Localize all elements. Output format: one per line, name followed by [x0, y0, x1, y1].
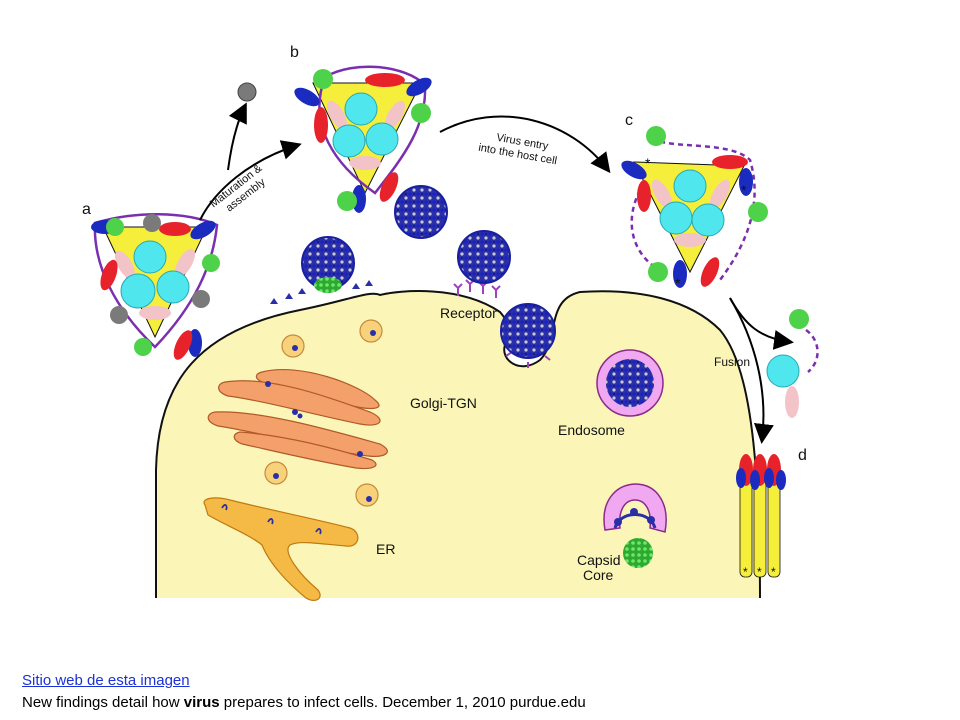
- image-caption: New findings detail how virus prepares t…: [22, 694, 586, 711]
- caption-text-start: New findings detail how: [22, 694, 184, 711]
- assembly-b: [294, 65, 432, 213]
- entering-virus: [500, 303, 556, 359]
- er-markers: [221, 504, 322, 535]
- fused-spikes-d: * * *: [736, 454, 786, 579]
- svg-text:*: *: [757, 565, 762, 579]
- golgi-label: Golgi-TGN: [410, 395, 477, 411]
- caption-keyword: virus: [183, 694, 220, 711]
- vesicle-cargo: [273, 330, 376, 502]
- panel-labels: a b c d: [82, 44, 807, 464]
- free-virus: [394, 185, 448, 239]
- attached-virus: [457, 230, 511, 284]
- asterisk-markers-c: * * *: [645, 155, 747, 291]
- panel-label-a: a: [82, 201, 91, 218]
- endosome: [596, 349, 664, 417]
- arrow-entry: [439, 115, 611, 174]
- svg-text:*: *: [743, 565, 748, 579]
- process-arrows: [199, 102, 794, 444]
- capsid-core: [623, 538, 653, 568]
- svg-text:*: *: [771, 565, 776, 579]
- capsid-release: [603, 483, 667, 568]
- panel-label-c: c: [625, 112, 633, 129]
- assembly-a: [91, 213, 220, 360]
- arrow-release: [227, 102, 247, 171]
- cell-structure-labels: Receptor Golgi-TGN Endosome ER Capsid Co…: [376, 305, 625, 583]
- caption-text-end: prepares to infect cells. December 1, 20…: [219, 694, 586, 711]
- capsid-label-1: Capsid: [577, 552, 621, 568]
- golgi-markers: [265, 381, 363, 457]
- receptor-label: Receptor: [440, 305, 497, 321]
- svg-text:*: *: [645, 155, 651, 171]
- fusion-label: Fusion: [714, 355, 750, 369]
- arrow-fusion-right: [729, 297, 794, 350]
- golgi-stack: [207, 368, 388, 470]
- arrow-maturation: [199, 140, 302, 221]
- er-label: ER: [376, 541, 395, 557]
- svg-text:*: *: [741, 182, 747, 198]
- source-image-link[interactable]: Sitio web de esta imagen: [22, 672, 190, 689]
- assembly-c: [621, 126, 768, 288]
- panel-label-b: b: [290, 44, 299, 61]
- capsid-label-2: Core: [583, 567, 614, 583]
- virus-particles: [237, 82, 556, 359]
- panel-label-d: d: [798, 447, 807, 464]
- membrane-receptors: [270, 280, 373, 304]
- endosome-label: Endosome: [558, 422, 625, 438]
- endoplasmic-reticulum: [203, 497, 359, 602]
- released-gray-particle: [237, 82, 257, 102]
- host-cell: [150, 279, 770, 604]
- budding-virus: [301, 236, 355, 293]
- fusion-fragment: [766, 309, 819, 418]
- arrow-fusion-down: [729, 297, 774, 444]
- svg-text:*: *: [675, 275, 681, 291]
